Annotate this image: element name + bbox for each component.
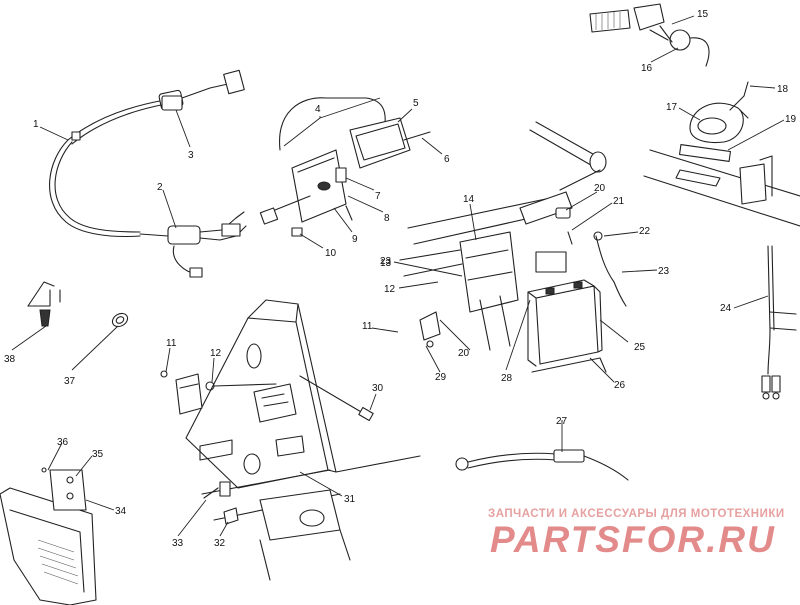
callout-31: 31: [344, 494, 356, 505]
callout-22: 22: [639, 226, 651, 237]
headlight-assembly: [259, 97, 431, 237]
callout-19: 19: [785, 114, 797, 125]
battery-cable: [455, 449, 629, 481]
callout-24: 24: [720, 303, 732, 314]
callout-18: 18: [777, 84, 789, 95]
callout-25: 25: [634, 342, 646, 353]
fasteners: [203, 481, 239, 525]
callout-7: 7: [375, 191, 381, 202]
battery-cables: [419, 207, 627, 348]
battery: [527, 279, 607, 373]
callout-8: 8: [384, 213, 390, 224]
callout-36: 36: [57, 437, 69, 448]
callout-30: 30: [372, 383, 384, 394]
middle-frame: [399, 169, 601, 351]
wiring-harness: [49, 69, 245, 237]
callout-14: 14: [463, 194, 475, 205]
callout-38: 38: [4, 354, 16, 365]
callout-12: 12: [384, 284, 396, 295]
callout-3: 3: [188, 150, 194, 161]
callout-37: 37: [64, 376, 76, 387]
relay-part: [161, 95, 183, 111]
harness-clip: [27, 281, 61, 327]
callout-11: 11: [362, 321, 373, 332]
callout-1: 1: [33, 119, 39, 130]
callout-12-left: 12: [210, 348, 222, 359]
callout-17: 17: [666, 102, 678, 113]
handlebar-switch: [589, 3, 710, 67]
callout-20-lower: 20: [458, 348, 470, 359]
callout-32: 32: [214, 538, 226, 549]
cable-connector: [167, 211, 247, 278]
voltage-regulator: [160, 370, 277, 415]
lower-frame: [185, 299, 421, 581]
callout-29: 29: [435, 372, 447, 383]
callout-11-left: 11: [166, 338, 177, 349]
callout-34: 34: [115, 506, 127, 517]
callout-4: 4: [315, 104, 321, 115]
watermark: ЗАПЧАСТИ И АКСЕССУАРЫ ДЛЯ МОТОТЕХНИКИ PA…: [488, 508, 788, 560]
callout-21: 21: [613, 196, 625, 207]
clamp-ring: [111, 312, 129, 328]
callout-9: 9: [352, 234, 358, 245]
ground-wire: [761, 245, 797, 400]
watermark-subtitle: ЗАПЧАСТИ И АКСЕССУАРЫ ДЛЯ МОТОТЕХНИКИ: [488, 508, 785, 520]
callout-13: 13: [380, 258, 392, 269]
callout-23: 23: [658, 266, 670, 277]
upper-frame: [529, 121, 800, 227]
callout-5: 5: [413, 98, 419, 109]
callout-2: 2: [157, 182, 163, 193]
horn-part: [678, 81, 749, 162]
callout-16: 16: [641, 63, 653, 74]
callout-35: 35: [92, 449, 104, 460]
callout-labels: 1 2 3 4 5 6 7 8 9 10 11 12 13 14 15 16 1…: [4, 9, 797, 549]
callout-33: 33: [172, 538, 184, 549]
callout-27: 27: [556, 416, 568, 427]
watermark-logo: PARTSFOR.RU: [490, 519, 776, 560]
callout-10: 10: [325, 248, 337, 259]
callout-15: 15: [697, 9, 709, 20]
leader-lines: [11, 15, 785, 537]
callout-20: 20: [594, 183, 606, 194]
callout-28: 28: [501, 373, 513, 384]
callout-23-left: 23: [380, 256, 392, 267]
callout-6: 6: [444, 154, 450, 165]
callout-26: 26: [614, 380, 626, 391]
guard-plate: [0, 467, 97, 605]
